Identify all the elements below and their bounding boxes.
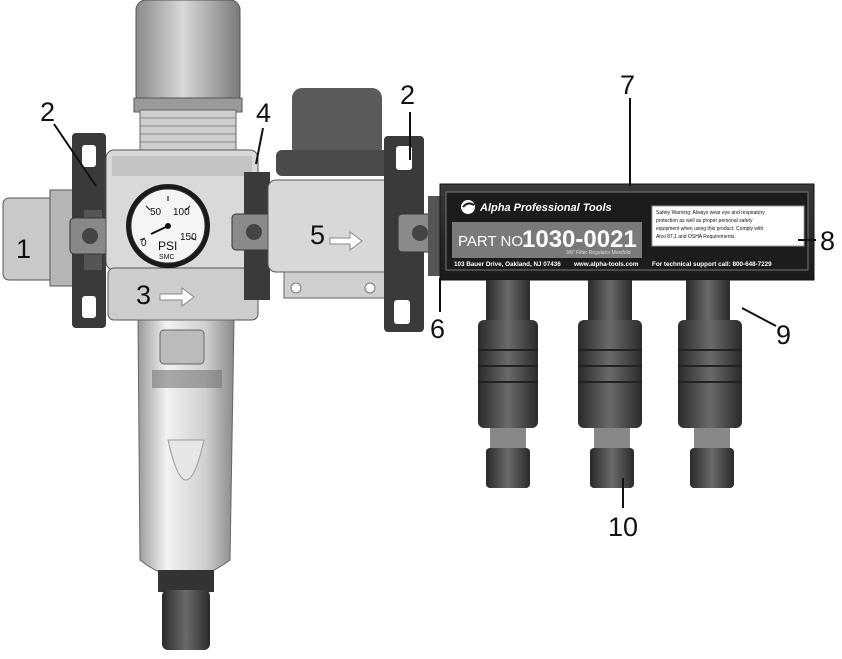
gauge-maker-label: SMC	[159, 254, 175, 261]
callout-3: 3	[136, 280, 151, 310]
nameplate-support: For technical support call: 800-648-7229	[652, 261, 772, 268]
quick-coupler-3	[678, 280, 742, 488]
leader-4	[255, 127, 264, 165]
nameplate-subtitle: 3/8" Filter Regulator Manifold	[566, 250, 631, 256]
callout-1: 1	[16, 234, 31, 264]
flow-arrow-icon	[159, 287, 195, 307]
leader-lines	[53, 98, 816, 508]
brand-logo-icon	[461, 200, 475, 214]
nameplate-website: www.alpha-tools.com	[573, 261, 639, 268]
gauge-tick-100: 100	[173, 207, 190, 218]
nameplate-address: 103 Bauer Drive, Oakland, NJ 07436	[454, 261, 561, 268]
nameplate-warning-line-1: Safety Warning: Always wear eye and resp…	[656, 210, 765, 216]
leader-2-left	[53, 123, 97, 187]
quick-coupler-1	[478, 280, 538, 488]
callout-10: 10	[608, 512, 638, 542]
callout-2-right: 2	[400, 80, 415, 110]
nameplate-part-label: PART NO	[458, 233, 523, 250]
callout-4: 4	[256, 98, 271, 128]
leader-9	[741, 307, 777, 327]
callout-9: 9	[776, 320, 791, 350]
callout-8: 8	[820, 226, 835, 256]
callout-7: 7	[620, 70, 635, 100]
nameplate-warning-line-2: protection as well as proper personal sa…	[656, 218, 753, 224]
callout-6: 6	[430, 314, 445, 344]
nameplate-warning-line-4: Ansi 87.1 and OSHA Requirements.	[656, 234, 736, 240]
manifold-block: Alpha Professional Tools PART NO 1030-00…	[439, 183, 815, 281]
nameplate-warning-line-3: equipment when using this product. Compl…	[656, 226, 763, 232]
gauge-unit-label: PSI	[158, 239, 177, 253]
gauge-tick-0: 0	[141, 238, 147, 249]
nameplate-part-number: 1030-0021	[522, 226, 637, 253]
pressure-gauge: 0 50 100 150 PSI SMC	[126, 184, 210, 268]
filter-regulator	[105, 0, 259, 650]
regulator	[267, 88, 409, 299]
quick-coupler-2	[578, 280, 642, 488]
callout-5: 5	[310, 220, 325, 250]
nameplate-brand: Alpha Professional Tools	[479, 202, 612, 214]
connector-clamp-4	[231, 172, 277, 300]
gauge-tick-50: 50	[150, 207, 162, 218]
gauge-tick-150: 150	[180, 232, 197, 243]
callout-2-left: 2	[40, 97, 55, 127]
